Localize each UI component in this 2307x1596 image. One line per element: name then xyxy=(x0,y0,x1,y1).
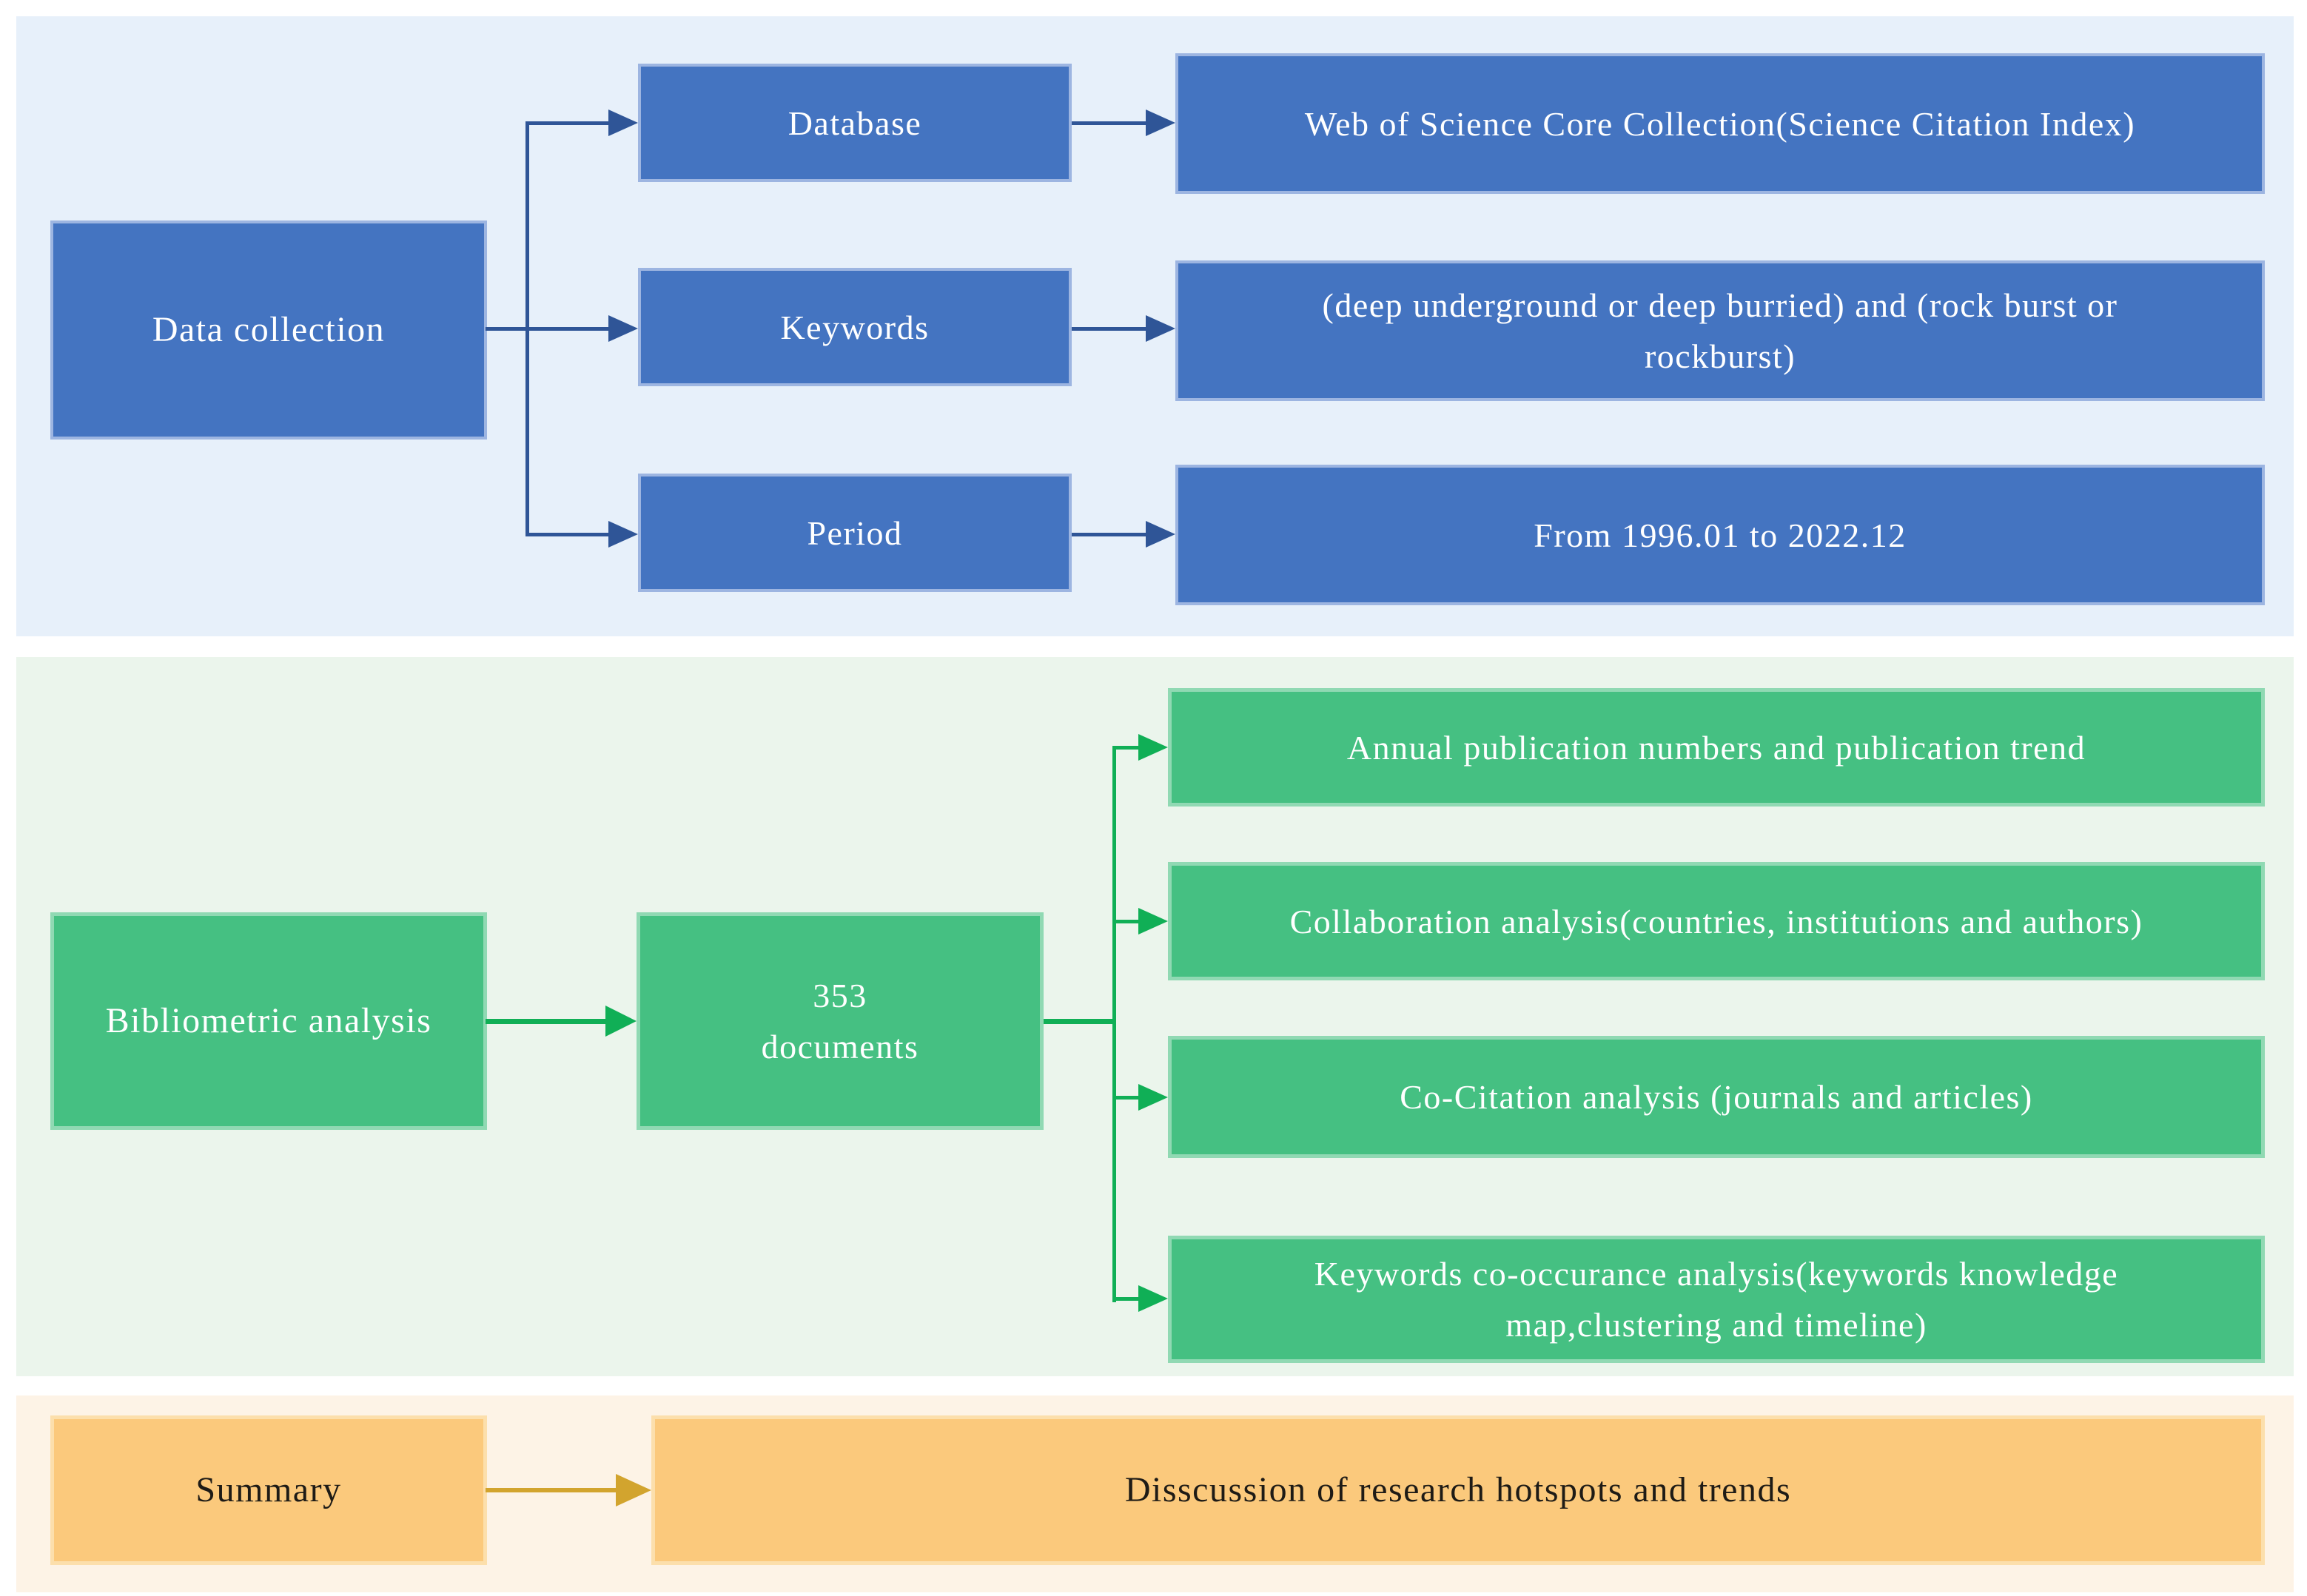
arrowhead xyxy=(1138,1084,1168,1111)
keywords-result-line2: rockburst) xyxy=(1644,337,1796,375)
database-result-box: Web of Science Core Collection(Science C… xyxy=(1175,53,2265,194)
summary-label: Summary xyxy=(195,1470,342,1509)
annual-publication-label: Annual publication numbers and publicati… xyxy=(1346,728,2086,767)
arrowhead xyxy=(1138,734,1168,761)
connector-line xyxy=(525,121,608,125)
connector-line xyxy=(1112,1297,1138,1301)
arrowhead xyxy=(1146,110,1175,136)
connector-line xyxy=(525,327,608,331)
connector-line xyxy=(486,1488,616,1492)
cocitation-box: Co-Citation analysis (journals and artic… xyxy=(1168,1036,2265,1158)
keywords-label: Keywords xyxy=(780,308,930,346)
collaboration-label: Collaboration analysis(countries, instit… xyxy=(1289,902,2143,940)
connector-line xyxy=(1072,533,1146,536)
keywords-box: Keywords xyxy=(638,268,1072,386)
period-result-box: From 1996.01 to 2022.12 xyxy=(1175,465,2265,605)
bibliometric-box: Bibliometric analysis xyxy=(50,912,487,1130)
arrowhead xyxy=(616,1474,651,1506)
connector-line xyxy=(1072,121,1146,125)
documents-line1: 353 xyxy=(813,977,867,1014)
data-collection-label: Data collection xyxy=(152,310,386,349)
cocitation-label: Co-Citation analysis (journals and artic… xyxy=(1400,1078,2033,1116)
connector-line xyxy=(486,1019,605,1024)
keywords-cooccurrence-box: Keywords co-occurance analysis(keywords … xyxy=(1168,1236,2265,1363)
connector-line xyxy=(1044,1019,1116,1024)
keywords-cooccurrence-line1: Keywords co-occurance analysis(keywords … xyxy=(1314,1255,2119,1293)
arrowhead xyxy=(1138,1285,1168,1312)
documents-line2: documents xyxy=(761,1028,919,1065)
discussion-box: Disscussion of research hotspots and tre… xyxy=(651,1415,2265,1565)
documents-box: 353 documents xyxy=(637,912,1044,1130)
annual-publication-box: Annual publication numbers and publicati… xyxy=(1168,688,2265,807)
keywords-result-line1: (deep underground or deep burried) and (… xyxy=(1322,286,2118,324)
arrowhead xyxy=(1146,315,1175,342)
arrowhead xyxy=(605,1006,637,1037)
connector-line xyxy=(1112,1096,1138,1100)
period-box: Period xyxy=(638,474,1072,592)
discussion-label: Disscussion of research hotspots and tre… xyxy=(1124,1470,1792,1509)
data-collection-box: Data collection xyxy=(50,220,487,440)
keywords-cooccurrence-line2: map,clustering and timeline) xyxy=(1505,1306,1927,1344)
bibliometric-label: Bibliometric analysis xyxy=(105,1001,432,1040)
summary-box: Summary xyxy=(50,1415,487,1565)
arrowhead xyxy=(608,315,638,342)
database-box: Database xyxy=(638,64,1072,182)
arrowhead xyxy=(1138,908,1168,935)
connector-line xyxy=(525,533,608,536)
connector-line xyxy=(1112,746,1138,750)
period-label: Period xyxy=(807,514,903,552)
connector-trunk-line xyxy=(1112,746,1116,1302)
arrowhead xyxy=(1146,521,1175,548)
connector-line xyxy=(1072,327,1146,331)
period-result-label: From 1996.01 to 2022.12 xyxy=(1534,516,1907,554)
keywords-result-box: (deep underground or deep burried) and (… xyxy=(1175,260,2265,401)
database-label: Database xyxy=(788,104,922,142)
arrowhead xyxy=(608,110,638,136)
collaboration-box: Collaboration analysis(countries, instit… xyxy=(1168,862,2265,980)
arrowhead xyxy=(608,521,638,548)
database-result-label: Web of Science Core Collection(Science C… xyxy=(1304,104,2136,143)
connector-line xyxy=(1112,920,1138,923)
connector-line xyxy=(486,327,528,331)
